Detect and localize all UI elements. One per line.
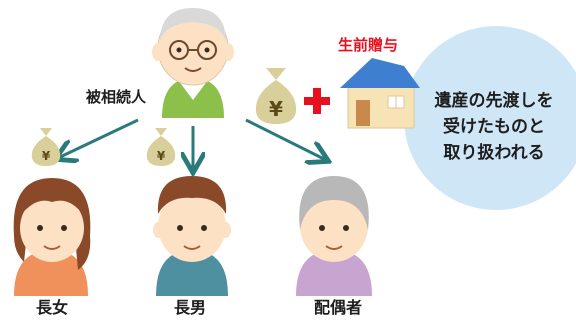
arrow-icon — [58, 118, 139, 158]
daughter-label: 長女 — [36, 298, 69, 317]
arrow-icon — [245, 118, 326, 160]
explanation-line: 遺産の先渡しを — [434, 91, 554, 111]
explanation-line: 受けたものと — [443, 117, 545, 137]
svg-text:¥: ¥ — [157, 149, 166, 163]
decedent-label: 被相続人 — [86, 88, 147, 106]
son-label: 長男 — [174, 298, 207, 317]
money-bag-icon: ¥ — [146, 128, 176, 166]
arrows — [58, 118, 326, 170]
money-bag-icon: ¥ — [255, 68, 297, 124]
svg-text:¥: ¥ — [42, 149, 51, 163]
explanation-bubble — [404, 26, 576, 210]
lifetime-gift-label: 生前贈与 — [338, 36, 399, 54]
plus-icon — [304, 88, 330, 114]
son-figure — [153, 176, 231, 296]
spouse-figure — [296, 176, 372, 296]
house-icon — [340, 58, 420, 129]
decedent-figure — [152, 8, 234, 118]
daughter-figure — [13, 178, 91, 296]
money-bag-icon: ¥ — [31, 128, 61, 166]
explanation-line: 取り扱われる — [443, 143, 545, 163]
explanation-text: 遺産の先渡しを 受けたものと 取り扱われる — [412, 88, 576, 166]
svg-text:¥: ¥ — [269, 97, 283, 121]
spouse-label: 配偶者 — [314, 298, 363, 317]
